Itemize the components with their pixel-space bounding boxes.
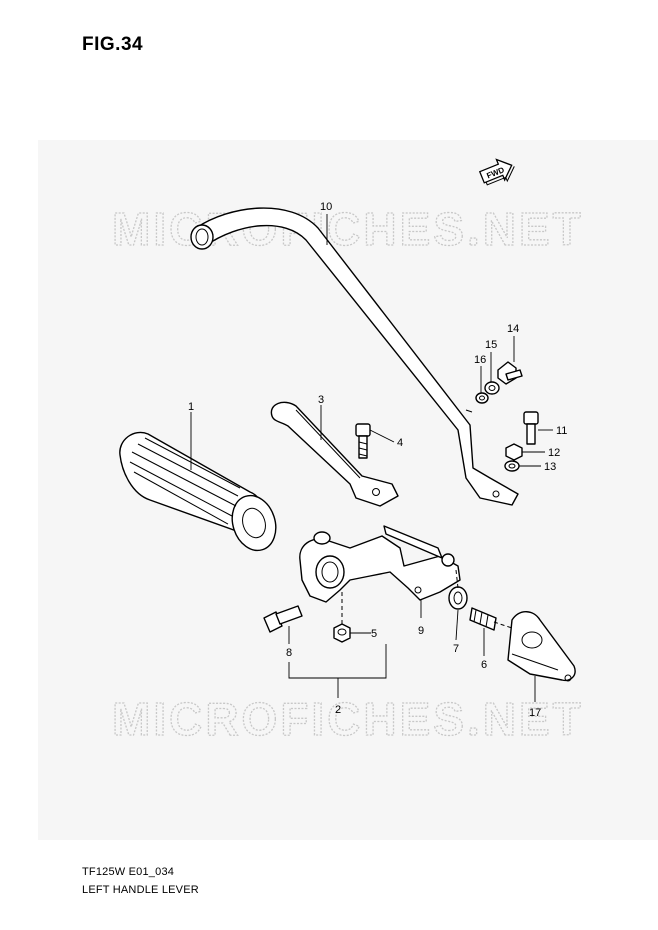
fwd-arrow-icon: FWD <box>478 158 515 186</box>
callout-11: 11 <box>556 425 567 437</box>
callout-10: 10 <box>320 201 332 213</box>
callout-2: 2 <box>335 704 341 716</box>
callout-9: 9 <box>418 625 424 637</box>
callout-17: 17 <box>529 707 541 719</box>
holder-nut <box>333 623 351 643</box>
group-bracket <box>288 644 387 698</box>
lever-holder <box>299 525 461 603</box>
holder-cover <box>507 611 576 682</box>
guard-washer-upper-16 <box>475 392 489 404</box>
guard-washer-upper-15 <box>484 381 500 395</box>
model-code: TF125W E01_034 <box>82 866 175 878</box>
clutch-lever <box>270 401 399 507</box>
callout-14: 14 <box>507 323 519 335</box>
callout-1: 1 <box>188 401 194 413</box>
callout-4: 4 <box>397 437 403 449</box>
callout-3: 3 <box>318 394 324 406</box>
callout-12: 12 <box>548 447 560 459</box>
guard-nut-lower <box>505 443 523 461</box>
callout-13: 13 <box>544 461 556 473</box>
adjuster-lock-nut <box>448 586 468 610</box>
watermark-bottom: MICROFICHES.NET <box>112 693 584 745</box>
callout-7: 7 <box>453 643 459 655</box>
handle-grip <box>119 431 277 552</box>
watermark-top: MICROFICHES.NET <box>112 203 584 255</box>
handle-guard-bar <box>190 207 519 506</box>
callout-6: 6 <box>481 659 487 671</box>
lever-pivot-bolt <box>355 423 371 459</box>
figure-title: FIG.34 <box>82 34 144 55</box>
section-name: LEFT HANDLE LEVER <box>82 884 199 896</box>
callout-15: 15 <box>485 339 497 351</box>
callout-5: 5 <box>371 628 377 640</box>
guard-washer-lower <box>504 460 520 472</box>
guard-bolt-lower <box>523 411 539 445</box>
callout-16: 16 <box>474 354 486 366</box>
guard-bolt-upper <box>497 361 523 385</box>
cable-adjuster-bolt <box>469 607 497 631</box>
holder-bolt <box>263 605 303 633</box>
callout-8: 8 <box>286 647 292 659</box>
